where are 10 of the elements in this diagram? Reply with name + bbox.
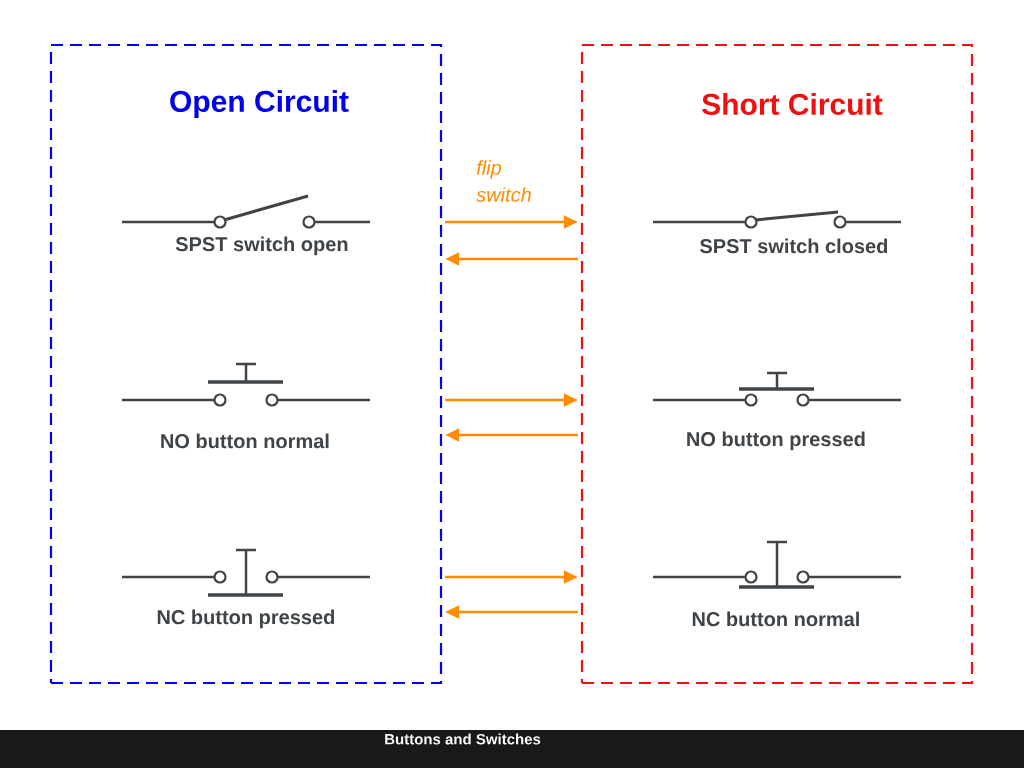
edge-label: flip switch xyxy=(476,160,531,202)
footer-bar: Buttons and Switches xyxy=(0,730,1024,768)
switch-label: NC button pressed xyxy=(157,609,334,629)
switch-label: NC button normal xyxy=(692,611,859,627)
group-title: Short Circuit xyxy=(702,93,883,115)
group-title: Open Circuit xyxy=(170,90,349,118)
switch-label: NO button pressed xyxy=(687,431,865,451)
switch-label: NO button normal xyxy=(161,433,329,449)
switch-label: SPST switch closed xyxy=(700,238,888,254)
switch-label: SPST switch open xyxy=(175,236,348,256)
